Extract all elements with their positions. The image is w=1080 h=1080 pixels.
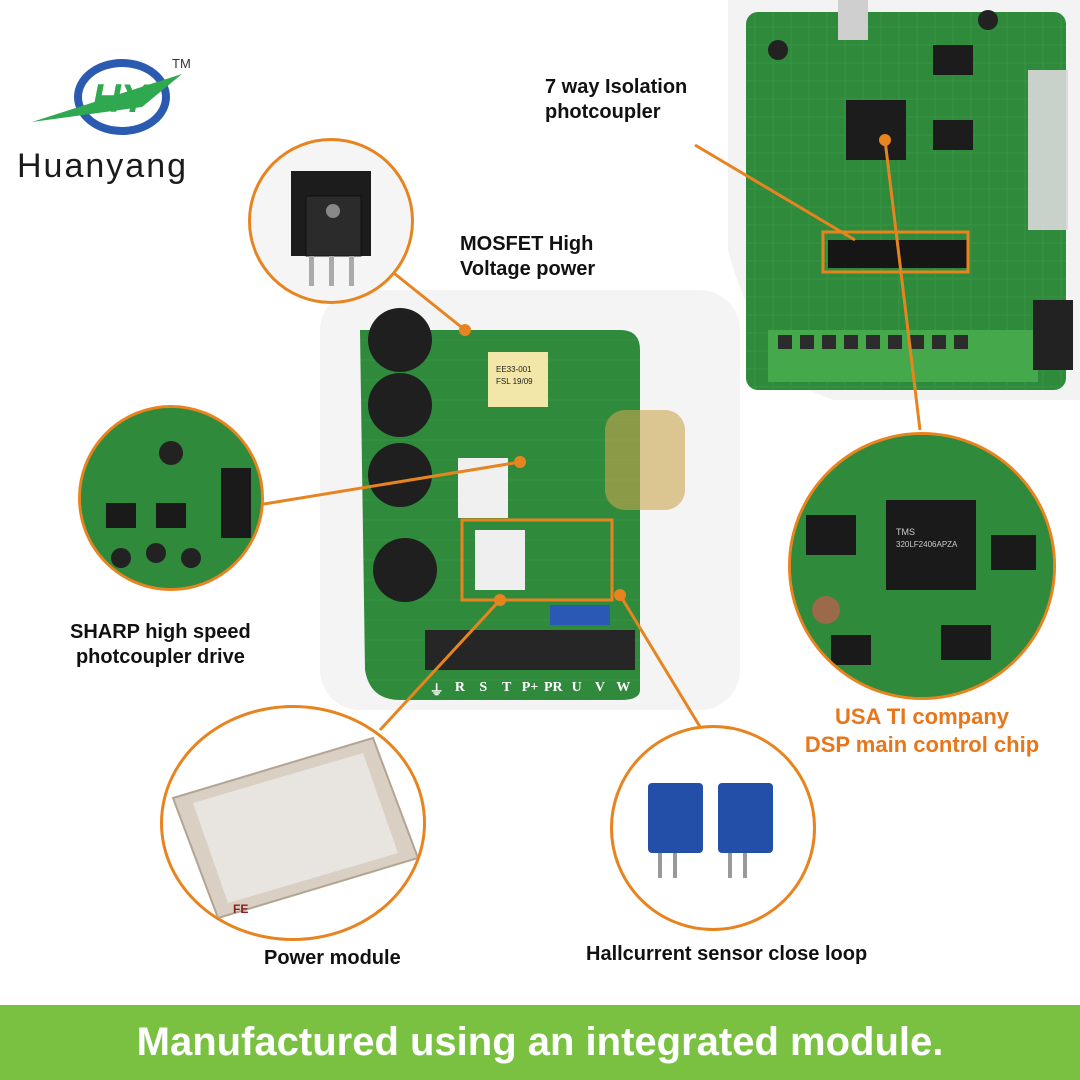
isolation-line-2: photcoupler [545, 101, 661, 123]
mosfet-heatsink-icon [291, 171, 371, 286]
main-inverter-board: EE33-001 FSL 19/09 ⏚ R S T P+ PR U V W [320, 290, 740, 710]
terminal-pr: PR [543, 680, 563, 695]
bottom-banner: Manufactured using an integrated module. [0, 1005, 1080, 1080]
brand-logo: HY Huanyang TM [17, 52, 202, 192]
banner-text: Manufactured using an integrated module. [136, 1020, 944, 1064]
terminal-t: T [501, 680, 512, 695]
ti-line-1: USA TI company [835, 704, 1009, 729]
sharp-line-2: photcoupler drive [75, 646, 245, 668]
ti-dsp-circle: TMS 320LF2406APZA [788, 432, 1056, 700]
mosfet-circle [248, 138, 414, 304]
terminal-r: R [454, 680, 466, 695]
terminal-p-plus: P+ [521, 680, 539, 695]
mosfet-label: MOSFET High Voltage power [460, 232, 595, 282]
power-module-label: Power module [264, 947, 401, 969]
hall-sensor-label: Hallcurrent sensor close loop [586, 943, 868, 965]
svg-text:HY: HY [92, 77, 151, 121]
svg-text:EE33-001: EE33-001 [496, 365, 532, 374]
terminal-u: U [571, 680, 582, 695]
svg-text:TMS: TMS [896, 527, 915, 537]
hall-sensor-circle [610, 725, 816, 931]
isolation-label: 7 way Isolation photcoupler [545, 75, 687, 125]
trademark: TM [172, 56, 191, 71]
ti-label: USA TI company DSP main control chip [782, 703, 1062, 758]
terminal-s: S [479, 680, 488, 695]
control-board-photo [728, 0, 1080, 400]
sharp-photocoupler-circle [78, 405, 264, 591]
terminal-ground: ⏚ [429, 684, 444, 699]
mosfet-line-1: MOSFET High [460, 233, 594, 255]
svg-text:FSL 19/09: FSL 19/09 [496, 377, 533, 386]
hall-sensor-icon [648, 783, 773, 878]
terminal-v: V [594, 680, 606, 695]
isolation-line-1: 7 way Isolation [545, 76, 688, 98]
brand-name: Huanyang [17, 147, 189, 185]
power-module-icon: FE [171, 736, 420, 920]
sharp-line-1: SHARP high speed [70, 621, 251, 643]
terminal-w: W [616, 680, 631, 695]
mosfet-line-2: Voltage power [460, 258, 596, 280]
svg-text:320LF2406APZA: 320LF2406APZA [896, 540, 958, 549]
ti-line-2: DSP main control chip [804, 731, 1040, 757]
hy-logo-icon: HY [32, 59, 182, 135]
terminal-labels: ⏚ R S T P+ PR U V W [425, 680, 635, 702]
svg-text:FE: FE [233, 902, 248, 916]
sharp-label: SHARP high speed photcoupler drive [70, 620, 251, 670]
power-module-circle: FE [160, 705, 426, 941]
